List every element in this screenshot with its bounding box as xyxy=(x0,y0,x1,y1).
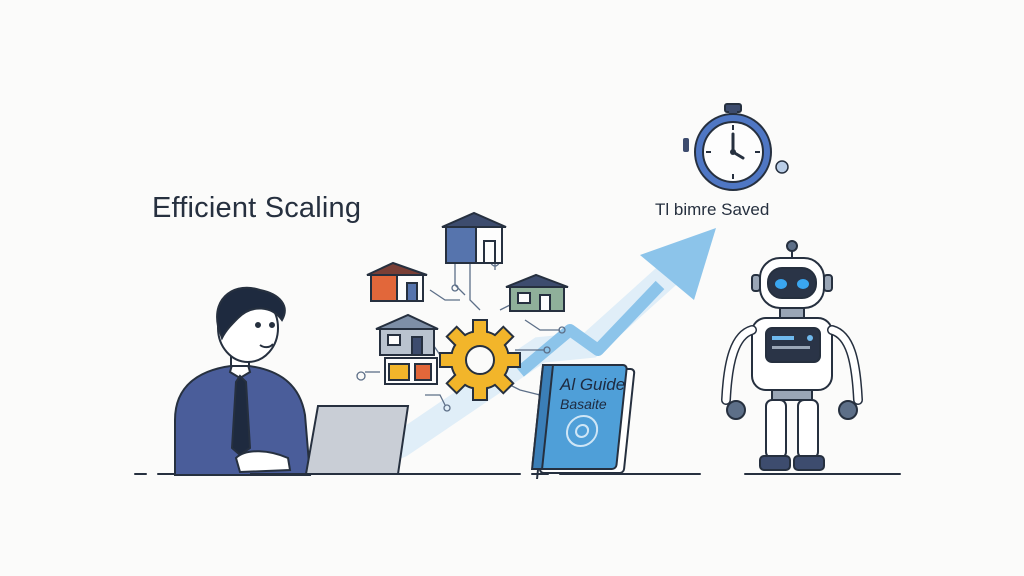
book-title-line2: Basaite xyxy=(560,396,607,412)
book-title-line1: Al Guide xyxy=(559,375,625,394)
bubble-dot xyxy=(775,160,789,174)
house-icon xyxy=(441,211,507,264)
person-icon xyxy=(174,286,312,476)
time-saved-label: Tl bimre Saved xyxy=(655,200,770,219)
house-icon xyxy=(505,273,569,312)
robot-icon xyxy=(721,240,863,471)
house-icon xyxy=(366,261,428,302)
book-icon xyxy=(530,364,636,479)
gear-icon xyxy=(439,319,521,401)
building-icon xyxy=(384,357,438,385)
house-icon xyxy=(375,313,439,356)
stopwatch-icon xyxy=(683,103,772,191)
efficient-scaling-title: Efficient Scaling xyxy=(152,192,362,224)
laptop-icon xyxy=(250,405,410,475)
